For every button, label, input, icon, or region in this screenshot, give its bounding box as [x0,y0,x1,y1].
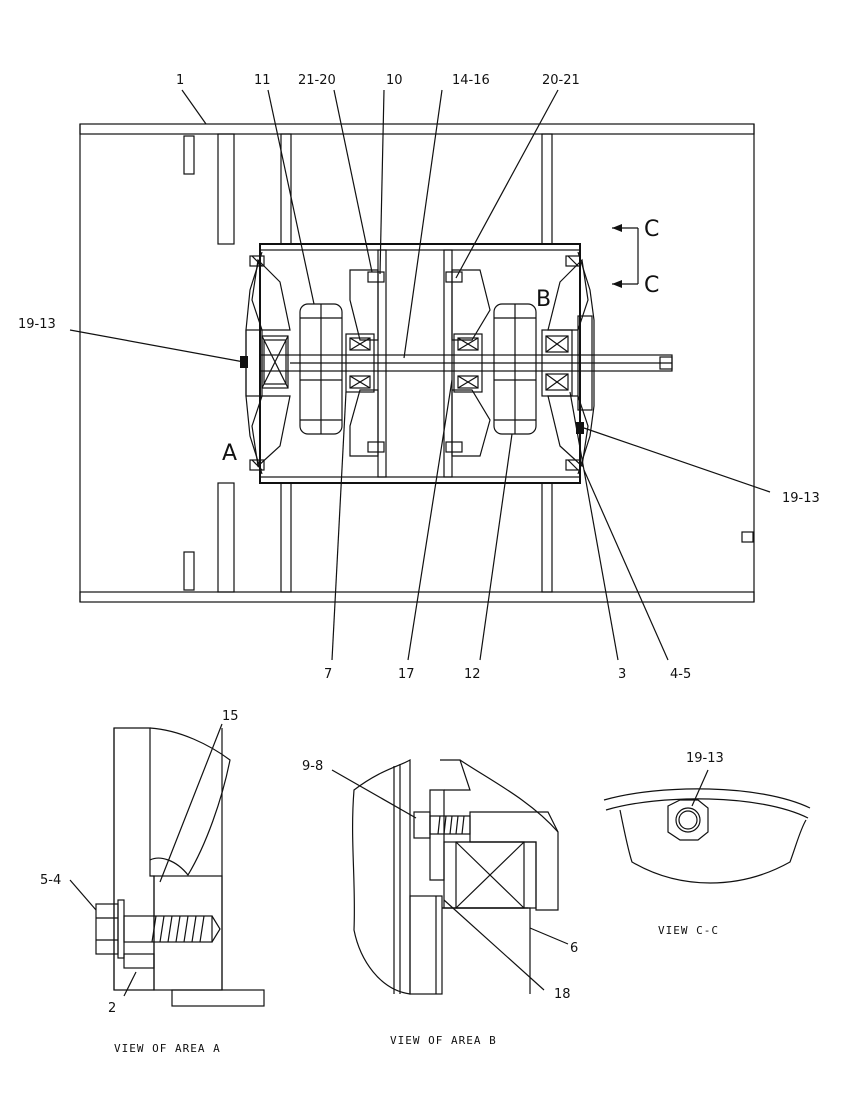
bolt-area-b [413,811,471,839]
caption-view-area-b: VIEW OF AREA B [390,1034,497,1047]
center-right-bearing [453,333,483,393]
callout-19-13-right: 19-13 [782,491,820,506]
callout-19-13-cc: 19-13 [686,751,724,766]
center-left-bearing [345,333,375,393]
callout-4-5: 4-5 [670,667,691,682]
housing-top-wall [79,123,755,135]
bolt-area-a [95,899,221,969]
impeller-right [493,303,537,435]
left-baffle-bottom [217,482,235,593]
callout-14-16: 14-16 [452,73,490,88]
section-c-top-label: C [644,217,659,242]
impeller-left [299,303,343,435]
caption-view-area-a: VIEW OF AREA A [114,1042,221,1055]
callout-12: 12 [464,667,481,682]
callout-11: 11 [254,73,271,88]
callout-7: 7 [324,667,332,682]
callout-18: 18 [554,987,571,1002]
bolt-right-bottom [565,459,581,471]
callout-21-20: 21-20 [298,73,336,88]
grease-fitting-right [576,422,584,434]
left-bearing [261,335,289,389]
left-baffle-top [217,133,235,245]
callout-5-4: 5-4 [40,873,61,888]
view-c-c: 19-13 VIEW C-C [603,751,811,937]
callout-20-21: 20-21 [542,73,580,88]
callout-10: 10 [386,73,403,88]
area-b-marker: B [536,287,551,312]
callout-9-8: 9-8 [302,759,323,774]
section-c-marker: C C [612,217,659,298]
callout-17: 17 [398,667,415,682]
callout-6: 6 [570,941,578,956]
callout-19-13-left: 19-13 [18,317,56,332]
callout-2: 2 [108,1001,116,1016]
view-area-a: 15 5-4 2 VIEW OF AREA A [40,709,265,1055]
callout-15: 15 [222,709,239,724]
bolt-right-top [565,255,581,267]
fitting-c-c [667,799,709,841]
callout-1: 1 [176,73,184,88]
callout-3: 3 [618,667,626,682]
section-c-bottom-label: C [644,273,659,298]
bearing-area-b [443,841,537,909]
bolt-left-top [249,255,265,267]
caption-view-c-c: VIEW C-C [658,924,719,937]
view-area-b: 9-8 6 18 VIEW OF AREA B [302,758,578,1047]
bolt-left-bottom [249,459,265,471]
main-section-view: C C A B 1 11 21-20 10 14-16 20-21 19-13 [18,73,820,682]
leader-lines [69,89,771,661]
right-bearing [541,329,573,397]
area-a-marker: A [222,441,237,466]
